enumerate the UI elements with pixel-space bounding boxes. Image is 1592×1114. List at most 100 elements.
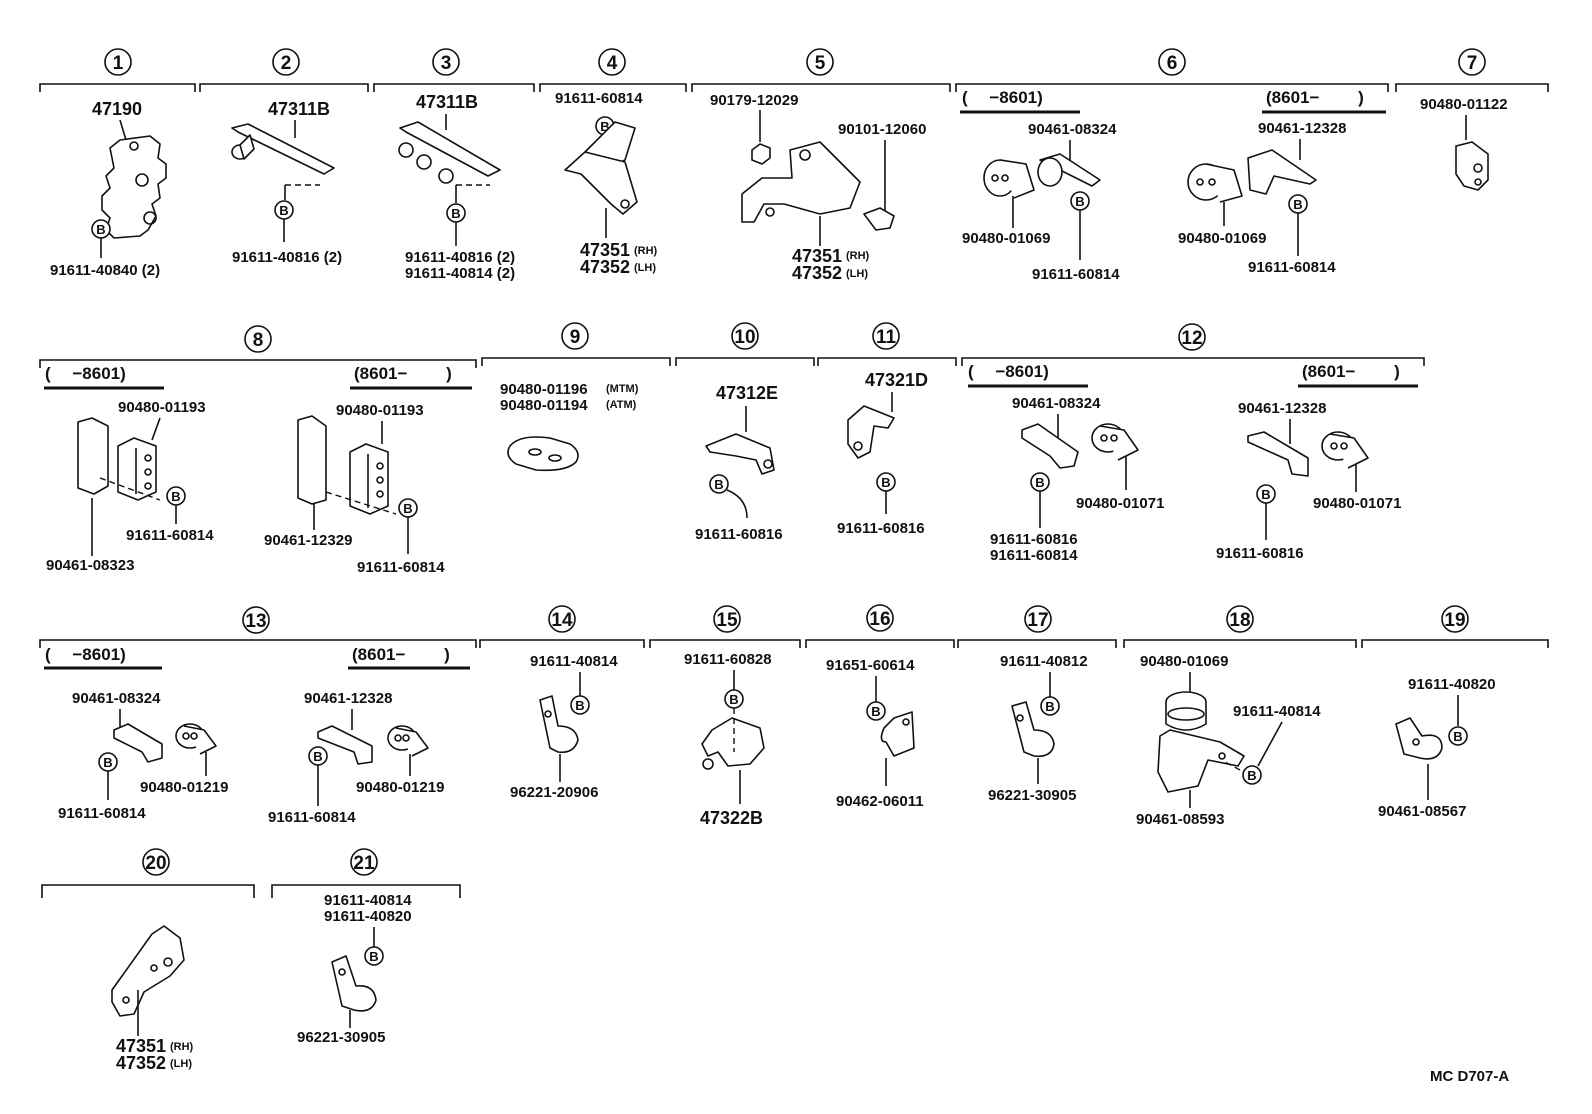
part-label[interactable]: 91611-60814	[268, 809, 356, 826]
part-label[interactable]: 91611-60814	[357, 559, 445, 576]
group-number: 20	[145, 853, 166, 874]
part-label[interactable]: 91611-60814	[126, 527, 214, 544]
clamp-part	[1021, 423, 1079, 469]
group-17: 17 91611-40812 B 96221-30905	[957, 605, 1117, 804]
group-number: 1	[113, 53, 124, 74]
group-7: 7 90480-01122	[1395, 48, 1549, 191]
part-label[interactable]: 91651-60614	[826, 657, 915, 674]
part-label[interactable]: 91611-40814 (2)	[405, 265, 515, 282]
part-label[interactable]: 90461-08323	[46, 557, 134, 574]
bolt-marker-text: B	[1075, 194, 1084, 209]
bolt-marker-text: B	[1293, 197, 1302, 212]
part-label[interactable]: 90480-01219	[356, 779, 444, 796]
group-number: 13	[245, 611, 266, 632]
part-label[interactable]: 90461-08324	[72, 690, 161, 707]
part-label[interactable]: 90461-08324	[1028, 121, 1117, 138]
part-label[interactable]: 90461-08324	[1012, 395, 1101, 412]
part-label[interactable]: 47311B	[268, 99, 330, 119]
part-label[interactable]: 47322B	[700, 808, 763, 828]
bolt-marker-text: B	[575, 698, 584, 713]
part-label[interactable]: 90480-01219	[140, 779, 228, 796]
part-label[interactable]: 47352	[116, 1053, 166, 1073]
part-label[interactable]: 90480-01122	[1420, 96, 1508, 113]
part-label[interactable]: 90480-01071	[1076, 495, 1164, 512]
part-label[interactable]: 90480-01071	[1313, 495, 1401, 512]
part-label[interactable]: 90101-12060	[838, 121, 926, 138]
bolt-marker-text: B	[369, 949, 378, 964]
part-label[interactable]: 90462-06011	[836, 793, 924, 810]
group-number: 3	[441, 53, 452, 74]
part-label[interactable]: 91611-60814	[58, 805, 146, 822]
nut-part	[751, 143, 771, 165]
bolt-part	[863, 207, 895, 231]
part-label[interactable]: 90480-01069	[962, 230, 1050, 247]
part-label[interactable]: 96221-20906	[510, 784, 598, 801]
group-number: 19	[1444, 610, 1465, 631]
part-label[interactable]: 47352	[792, 263, 842, 283]
group-number: 14	[551, 610, 573, 631]
part-label[interactable]: 47190	[92, 99, 142, 119]
part-label[interactable]: 91611-40816 (2)	[405, 249, 515, 266]
part-label[interactable]: 90461-08567	[1378, 803, 1466, 820]
part-label[interactable]: 47311B	[416, 92, 478, 112]
group-10: 10 47312E B 91611-60816	[675, 322, 815, 543]
part-label[interactable]: 91611-60814	[555, 90, 643, 107]
part-label[interactable]: 90480-01193	[118, 399, 206, 416]
bolt-marker-text: B	[881, 475, 890, 490]
part-label[interactable]: 47351	[116, 1036, 166, 1056]
part-label[interactable]: 91611-40812	[1000, 653, 1088, 670]
part-label[interactable]: 91611-40840 (2)	[50, 262, 160, 279]
bolt-marker-text: B	[279, 203, 288, 218]
part-label[interactable]: 91611-40816 (2)	[232, 249, 342, 266]
part-label[interactable]: 91611-40820	[1408, 676, 1496, 693]
part-label[interactable]: 90461-12328	[1258, 120, 1346, 137]
clamp-part	[1247, 431, 1309, 477]
side-suffix: (LH)	[634, 262, 656, 274]
bolt-marker-text: B	[451, 206, 460, 221]
group-number: 11	[876, 327, 897, 348]
group-14: 14 91611-40814 B 96221-20906	[479, 605, 645, 801]
part-label[interactable]: 47312E	[716, 383, 778, 403]
part-label[interactable]: 90480-01069	[1178, 230, 1266, 247]
part-label[interactable]: 90480-01194	[500, 397, 588, 414]
bracket-part	[741, 141, 861, 223]
part-label[interactable]: 91611-60828	[684, 651, 772, 668]
bolt-marker-text: B	[1045, 699, 1054, 714]
part-label[interactable]: 90480-01196	[500, 381, 588, 398]
bolt-marker-text: B	[1247, 768, 1256, 783]
bracket-part	[111, 925, 185, 1017]
group-number: 2	[281, 53, 292, 74]
part-label[interactable]: 96221-30905	[297, 1029, 385, 1046]
part-label[interactable]: 91611-40814	[324, 892, 412, 909]
part-label[interactable]: 90461-12328	[304, 690, 392, 707]
variant-suffix: (MTM)	[606, 383, 639, 395]
group-16: 16 91651-60614 B 90462-06011	[805, 604, 955, 810]
part-label[interactable]: 91611-60816	[990, 531, 1078, 548]
part-label[interactable]: 90480-01069	[1140, 653, 1228, 670]
bolt-marker-text: B	[714, 477, 723, 492]
part-label[interactable]: 91611-60814	[1248, 259, 1336, 276]
condition-range: ( −8601)	[968, 362, 1049, 381]
part-label[interactable]: 91611-40820	[324, 908, 412, 925]
part-label[interactable]: 90179-12029	[710, 92, 798, 109]
part-label[interactable]: 91611-60814	[990, 547, 1078, 564]
clamp-part	[1247, 149, 1317, 195]
part-label[interactable]: 90461-12329	[264, 532, 352, 549]
part-label[interactable]: 47351	[580, 240, 630, 260]
part-label[interactable]: 90480-01193	[336, 402, 424, 419]
part-label[interactable]: 90461-08593	[1136, 811, 1224, 828]
part-label[interactable]: 47351	[792, 246, 842, 266]
part-label[interactable]: 47352	[580, 257, 630, 277]
part-label[interactable]: 91611-60814	[1032, 266, 1120, 283]
clamp-part	[113, 723, 163, 763]
part-label[interactable]: 91611-60816	[837, 520, 925, 537]
part-label[interactable]: 91611-60816	[695, 526, 783, 543]
part-label[interactable]: 91611-40814	[530, 653, 618, 670]
part-label[interactable]: 91611-60816	[1216, 545, 1304, 562]
part-label[interactable]: 47321D	[865, 370, 928, 390]
part-label[interactable]: 96221-30905	[988, 787, 1076, 804]
part-label[interactable]: 91611-40814	[1233, 703, 1321, 720]
part-label[interactable]: 90461-12328	[1238, 400, 1326, 417]
brake-valve-part	[101, 135, 167, 239]
